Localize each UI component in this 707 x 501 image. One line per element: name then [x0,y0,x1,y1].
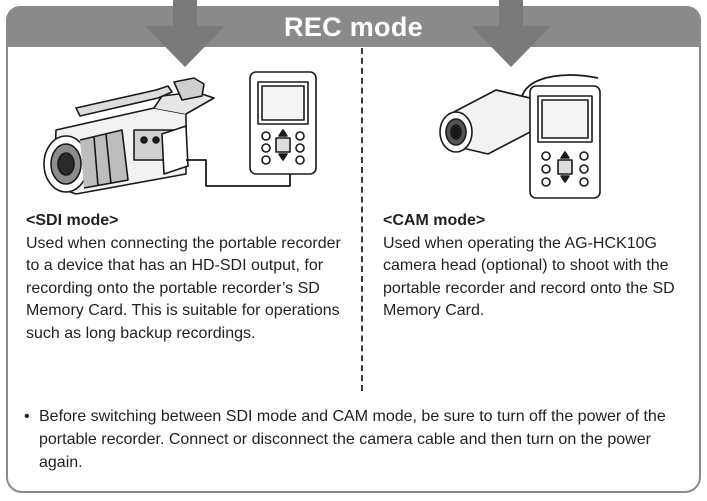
note-bullet: • [24,408,30,425]
right-down-arrow-icon [471,0,551,67]
note-text: Before switching between SDI mode and CA… [39,408,666,471]
panel-title: REC mode [284,12,423,42]
cam-mode-description: Used when operating the AG-HCK10G camera… [383,234,675,320]
camera-head-with-recorder-illustration [439,74,601,199]
cam-mode-heading: <CAM mode> [383,212,486,229]
camcorder-with-recorder-illustration [43,71,317,195]
panel-header [6,6,701,47]
cam-mode-section: <CAM mode> Used when operating the AG-HC… [383,210,683,323]
column-divider [361,48,363,391]
sdi-mode-description: Used when connecting the portable record… [26,234,341,342]
switching-note: • Before switching between SDI mode and … [24,405,684,474]
sdi-mode-section: <SDI mode> Used when connecting the port… [26,210,356,345]
sdi-mode-heading: <SDI mode> [26,212,119,229]
left-down-arrow-icon [145,0,225,67]
